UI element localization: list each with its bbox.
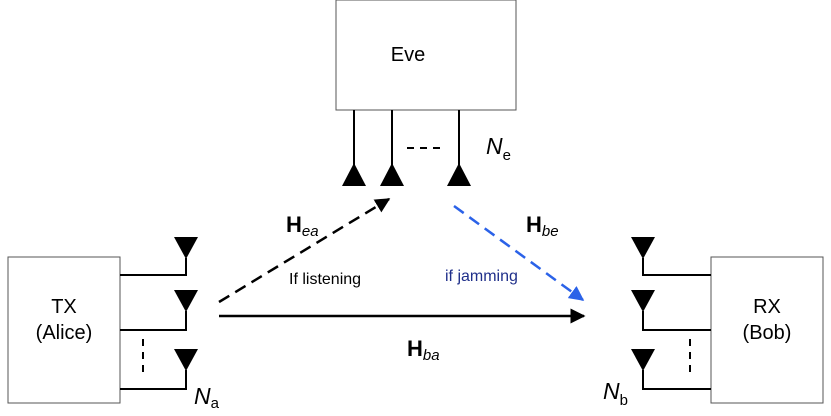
eve-box — [335, 0, 517, 111]
eve-label: Eve — [391, 44, 425, 66]
channel-label-ea: Hea — [286, 212, 319, 240]
rx-node: RX (Bob) Nb — [603, 237, 824, 409]
tx-antenna-count: Na — [194, 383, 220, 412]
channel-arrow-ea — [218, 197, 391, 304]
antenna-icon — [631, 237, 655, 259]
antenna-icon — [631, 349, 655, 371]
antenna-icon — [447, 163, 471, 186]
antenna-icon — [174, 290, 198, 312]
tx-node: TX (Alice) Na — [7, 237, 220, 412]
antenna-icon — [380, 163, 404, 186]
tx-sublabel: (Alice) — [36, 322, 93, 344]
tx-label: TX — [51, 296, 77, 318]
rx-label: RX — [753, 296, 781, 318]
antenna-icon — [174, 237, 198, 259]
eve-node: Eve Ne — [335, 0, 517, 186]
channel-label-ba: Hba — [407, 336, 440, 364]
listening-note: If listening — [289, 271, 361, 288]
antenna-icon — [342, 163, 366, 186]
channel-label-be: Hbe — [526, 212, 559, 240]
channel-arrow-be — [453, 204, 585, 302]
antenna-icon — [174, 349, 198, 371]
tx-box — [7, 256, 121, 404]
antenna-icon — [631, 290, 655, 312]
rx-sublabel: (Bob) — [743, 322, 792, 344]
eve-antenna-count: Ne — [486, 133, 511, 164]
rx-antenna-count: Nb — [603, 378, 628, 409]
jamming-note: if jamming — [445, 268, 518, 285]
